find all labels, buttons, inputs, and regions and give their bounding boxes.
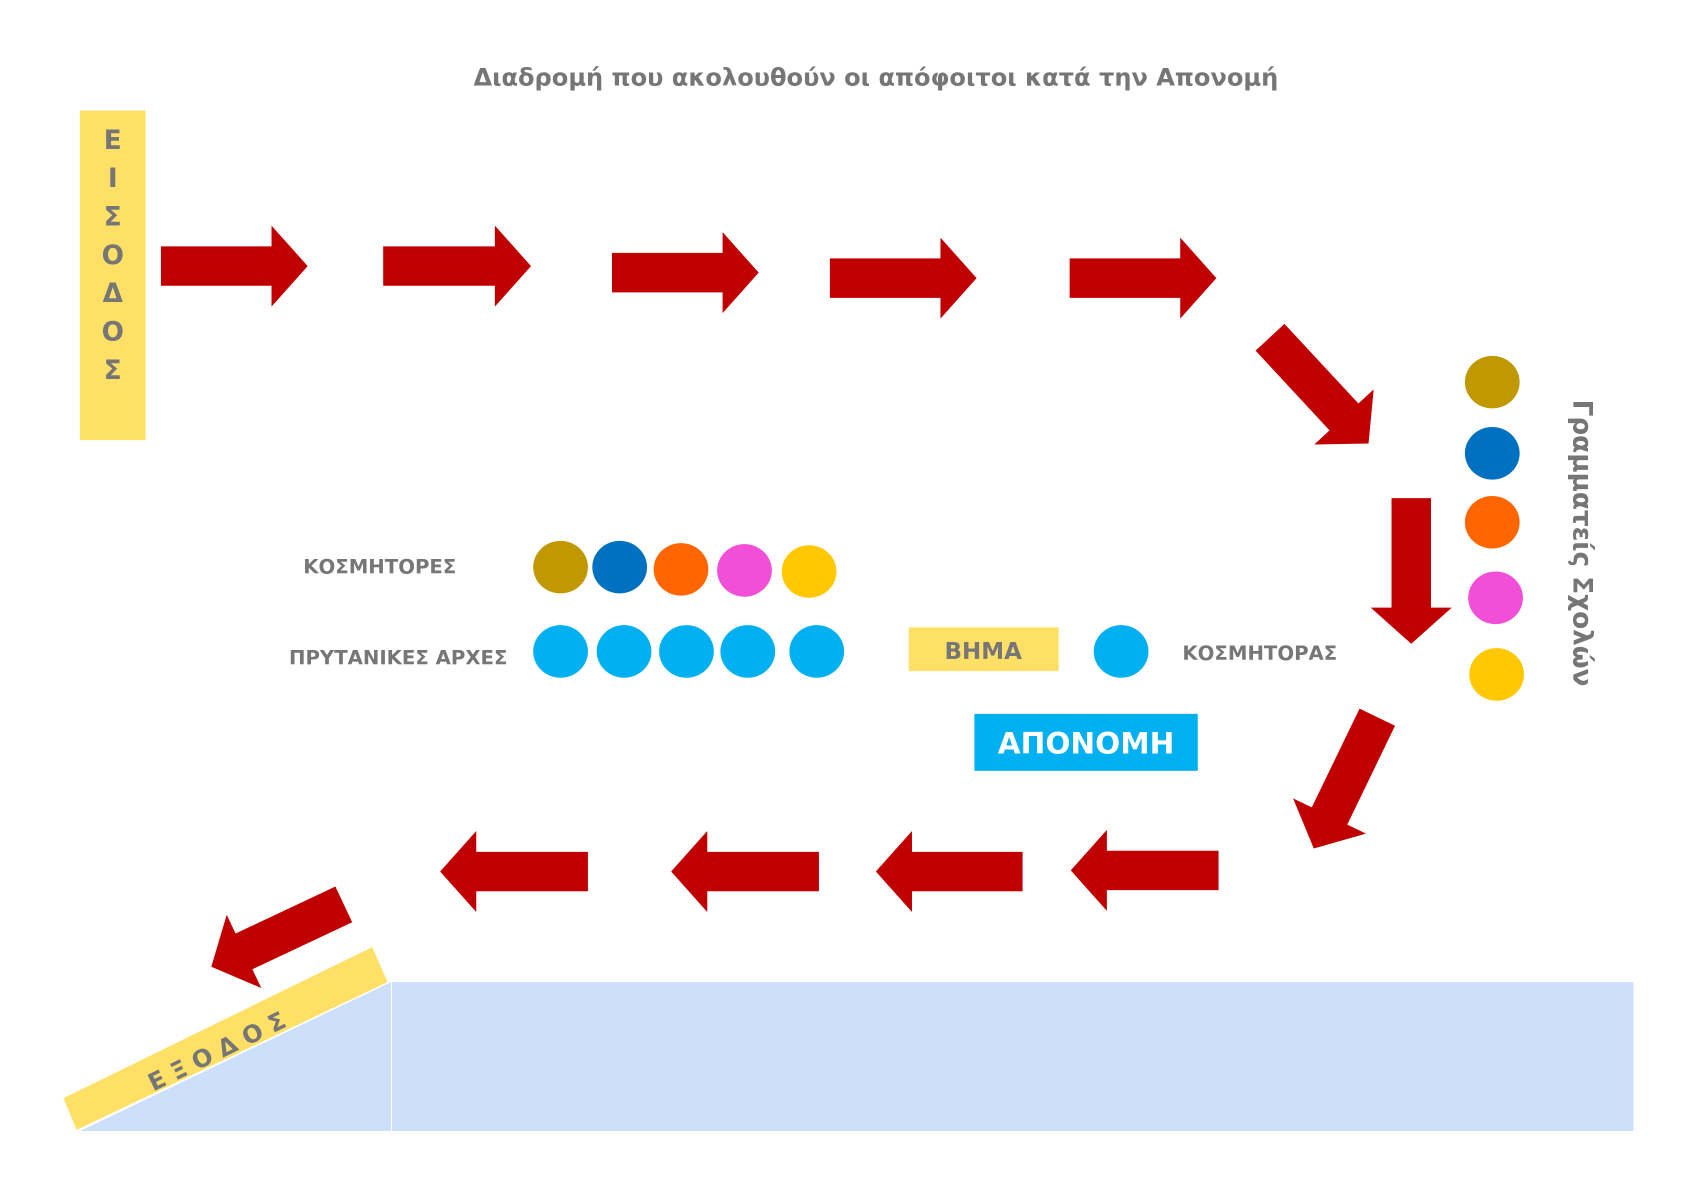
entrance-letter: Ε: [104, 126, 122, 156]
route-arrow: [1255, 323, 1374, 445]
secretary-seat: [1464, 355, 1520, 409]
rectorate-label: ΠΡΥΤΑΝΙΚΕΣ ΑΡΧΕΣ: [289, 647, 507, 670]
entrance-letter: Ι: [108, 164, 118, 194]
dean-seat: [653, 543, 709, 596]
route-arrow: [160, 225, 308, 307]
route-arrow: [1070, 829, 1219, 911]
route-arrow: [829, 237, 977, 319]
route-arrow: [440, 831, 588, 913]
rectorate-seat: [720, 625, 776, 678]
secretaries-group: [1464, 355, 1525, 701]
entrance-letters: Ε Ι Σ Ο Δ Ο Σ: [102, 126, 124, 386]
deans-group: [533, 540, 837, 598]
entrance-letter: Ο: [102, 241, 124, 271]
stage-floor: [391, 982, 1634, 1131]
podium-label: ΒΗΜΑ: [944, 639, 1022, 665]
route-arrow: [875, 831, 1023, 913]
rectorate-seat: [533, 625, 588, 678]
entrance-bar: [79, 110, 146, 441]
secretaries-label: Γραμματείς Σχολών: [1566, 400, 1596, 687]
exit-strip: [63, 947, 388, 1130]
dean-single-label: ΚΟΣΜΗΤΟΡΑΣ: [1182, 642, 1337, 665]
dean-seat: [592, 540, 648, 594]
route-arrow: [671, 831, 819, 913]
rectorate-seat: [789, 625, 845, 678]
route-arrow: [612, 232, 759, 314]
entrance-letter: Δ: [103, 279, 124, 309]
secretary-seat: [1469, 648, 1525, 701]
award-box: [974, 713, 1198, 771]
dean-single-seat: [1093, 625, 1149, 678]
dean-seat: [717, 544, 772, 597]
entrance-letter: Ο: [102, 318, 124, 348]
rectorate-group: [533, 625, 845, 678]
route-arrow: [1069, 237, 1217, 319]
entrance-letter: Σ: [104, 203, 122, 233]
stage-ramp: [79, 982, 391, 1131]
diagram-title: Διαδρομή που ακολουθούν οι απόφοιτοι κατ…: [473, 63, 1278, 91]
dean-seat: [533, 540, 588, 594]
rectorate-seat: [659, 625, 714, 678]
route-arrow: [1370, 498, 1452, 644]
route-arrow: [1293, 708, 1396, 849]
route-arrow: [211, 886, 353, 989]
award-label: ΑΠΟΝΟΜΗ: [998, 726, 1175, 760]
dean-seat: [781, 545, 837, 598]
secretary-seat: [1464, 495, 1520, 549]
secretary-seat: [1468, 571, 1523, 625]
deans-label: ΚΟΣΜΗΤΟΡΕΣ: [303, 556, 456, 579]
entrance-letter: Σ: [104, 356, 122, 386]
secretary-seat: [1464, 427, 1520, 480]
route-arrows: [160, 225, 1452, 989]
rectorate-seat: [596, 625, 652, 678]
podium-box: [908, 627, 1059, 672]
route-arrow: [383, 225, 531, 307]
